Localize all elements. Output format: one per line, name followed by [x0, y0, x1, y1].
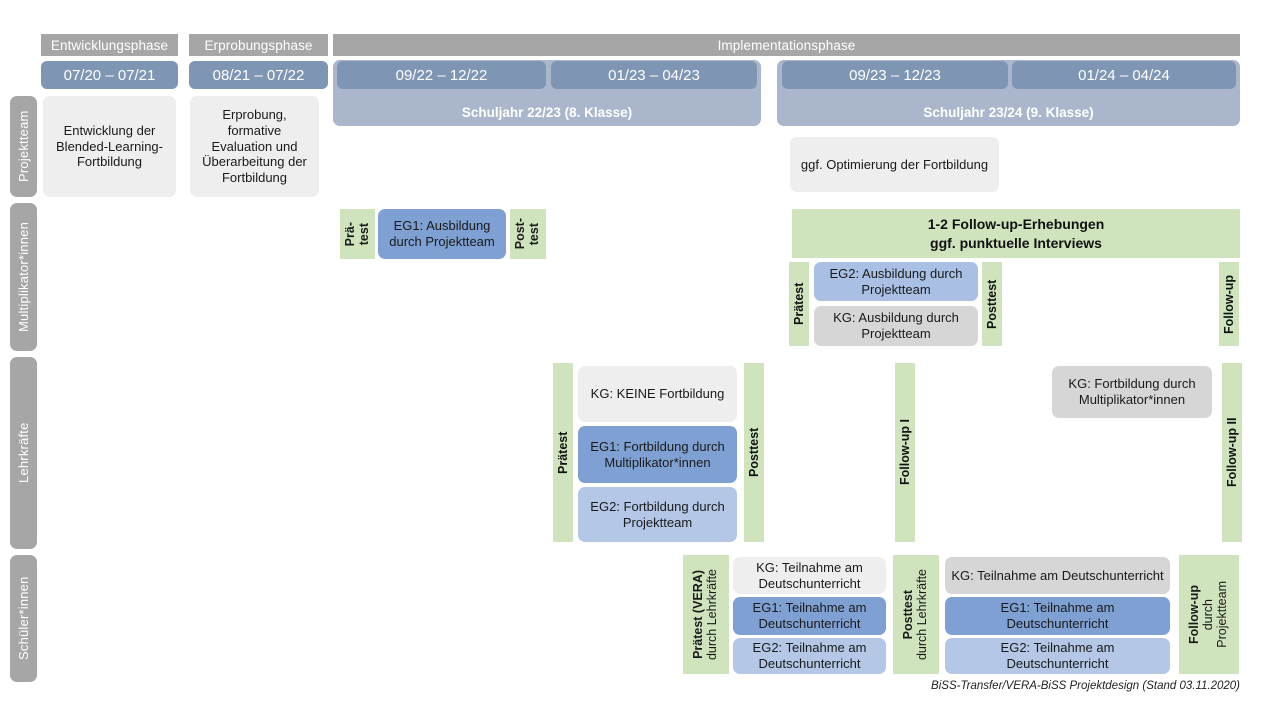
strip-label-bold: Prätest (VERA)	[691, 570, 706, 659]
row-label-lehrkraefte: Lehrkräfte	[10, 357, 37, 549]
banner-followup-erhebungen: 1-2 Follow-up-Erhebungen ggf. punktuelle…	[792, 209, 1240, 258]
strip-praetest-vera-schuelerinnen: Prätest (VERA) durch Lehrkräfte	[683, 555, 729, 674]
phase-header-label: Implementationsphase	[717, 37, 856, 53]
period-bar-0123-0423: 01/23 – 04/23	[551, 61, 757, 89]
period-label: 07/20 – 07/21	[63, 66, 156, 84]
card-eg1-teilnahme-deutschunterricht-2: EG1: Teilnahme am Deutschunterricht	[945, 597, 1170, 635]
strip-followup-multiplikatoren: Follow-up	[1219, 262, 1239, 346]
strip-posttest-lehrkraefte: Posttest	[744, 363, 764, 542]
card-label: EG1: Teilnahme am Deutschunterricht	[1000, 600, 1115, 631]
card-kg-teilnahme-deutschunterricht: KG: Teilnahme am Deutschunterricht	[733, 557, 886, 594]
card-kg-ausbildung-projektteam: KG: Ausbildung durch Projektteam	[814, 306, 978, 346]
period-label: 09/22 – 12/22	[395, 66, 488, 84]
strip-posttest-schuelerinnen: Posttest durch Lehrkräfte	[893, 555, 939, 674]
card-label: KG: Fortbildung durch Multiplikator*inne…	[1068, 376, 1196, 407]
card-label: KG: Teilnahme am Deutschunterricht	[756, 559, 863, 591]
strip-label-sub-1: durch	[1201, 598, 1216, 631]
row-label-multiplikatorinnen: Multiplikator*innen	[10, 203, 37, 351]
footer-source-note: BiSS-Transfer/VERA-BiSS Projektdesign (S…	[700, 680, 1240, 698]
period-bar-0720-0721: 07/20 – 07/21	[41, 61, 178, 89]
period-label: 01/24 – 04/24	[1078, 66, 1170, 84]
strip-label-bold: Posttest	[901, 589, 916, 640]
row-label-text: Multiplikator*innen	[16, 221, 31, 333]
strip-label: Prätest	[555, 431, 570, 474]
row-label-text: Schüler*innen	[16, 576, 31, 661]
strip-label-line2: test	[527, 222, 541, 246]
strip-posttest-multiplikatoren: Post- test	[510, 209, 546, 259]
card-eg2-teilnahme-deutschunterricht-2: EG2: Teilnahme am Deutschunterricht	[945, 638, 1170, 674]
banner-line-2: ggf. punktuelle Interviews	[930, 234, 1102, 251]
school-year-label: Schuljahr 23/24 (9. Klasse)	[923, 105, 1094, 120]
card-eg1-fortbildung-multiplikatoren: EG1: Fortbildung durch Multiplikator*inn…	[578, 426, 737, 483]
card-label: Entwicklung der Blended-Learning-Fortbil…	[56, 122, 163, 170]
card-label: KG: KEINE Fortbildung	[590, 386, 725, 402]
card-label: EG2: Fortbildung durch Projektteam	[590, 498, 725, 530]
period-label: 08/21 – 07/22	[212, 66, 305, 84]
card-erprobung-evaluation: Erprobung, formative Evaluation und Über…	[190, 96, 319, 197]
strip-label: Follow-up I	[897, 419, 912, 486]
strip-followup-schuelerinnen: Follow-up durch Projektteam	[1179, 555, 1239, 674]
phase-header-erprobungsphase: Erprobungsphase	[189, 34, 328, 56]
card-eg2-ausbildung-projektteam: EG2: Ausbildung durch Projektteam	[814, 262, 978, 301]
period-label: 01/23 – 04/23	[608, 66, 700, 84]
card-eg2-teilnahme-deutschunterricht: EG2: Teilnahme am Deutschunterricht	[733, 638, 886, 674]
card-label: EG1: Fortbildung durch Multiplikator*inn…	[590, 438, 725, 470]
strip-praetest-multiplikatoren-2: Prätest	[789, 262, 809, 346]
card-label: EG2: Ausbildung durch Projektteam	[829, 265, 963, 297]
card-label: EG2: Teilnahme am Deutschunterricht	[1000, 640, 1115, 671]
card-label: EG1: Ausbildung durch Projektteam	[389, 218, 495, 249]
school-year-label: Schuljahr 22/23 (8. Klasse)	[461, 105, 633, 120]
period-bar-0124-0424: 01/24 – 04/24	[1012, 61, 1236, 89]
strip-label-line1: Prä-	[342, 221, 357, 247]
card-label: EG1: Teilnahme am Deutschunterricht	[752, 600, 867, 631]
strip-label-sub: durch Lehrkräfte	[705, 568, 719, 661]
row-label-schuelerinnen: Schüler*innen	[10, 555, 37, 682]
row-label-text: Projektteam	[16, 110, 31, 183]
phase-header-implementationsphase: Implementationsphase	[333, 34, 1240, 56]
card-eg2-fortbildung-projektteam: EG2: Fortbildung durch Projektteam	[578, 487, 737, 542]
strip-label-line1: Post-	[513, 218, 528, 250]
strip-label: Prätest	[791, 282, 806, 326]
strip-label: Follow-up II	[1224, 417, 1239, 488]
period-bar-0923-1223: 09/23 – 12/23	[782, 61, 1008, 89]
strip-label: Posttest	[984, 279, 999, 329]
period-bar-0821-0722: 08/21 – 07/22	[189, 61, 328, 89]
card-kg-teilnahme-deutschunterricht-2: KG: Teilnahme am Deutschunterricht	[945, 557, 1170, 594]
phase-header-entwicklungsphase: Entwicklungsphase	[41, 34, 178, 56]
card-label: EG2: Teilnahme am Deutschunterricht	[752, 640, 867, 671]
row-label-projektteam: Projektteam	[10, 96, 37, 197]
card-optimierung-fortbildung: ggf. Optimierung der Fortbildung	[790, 137, 999, 192]
card-eg1-teilnahme-deutschunterricht: EG1: Teilnahme am Deutschunterricht	[733, 597, 886, 635]
card-label: KG: Ausbildung durch Projektteam	[833, 310, 959, 341]
strip-followup-2-lehrkraefte: Follow-up II	[1222, 363, 1242, 542]
card-kg-fortbildung-multiplikatoren: KG: Fortbildung durch Multiplikator*inne…	[1052, 366, 1212, 418]
phase-header-label: Erprobungsphase	[204, 37, 313, 53]
card-entwicklung-fortbildung: Entwicklung der Blended-Learning-Fortbil…	[43, 96, 176, 197]
card-label: ggf. Optimierung der Fortbildung	[800, 156, 989, 172]
row-label-text: Lehrkräfte	[16, 422, 31, 484]
strip-followup-1-lehrkraefte: Follow-up I	[895, 363, 915, 542]
strip-label: Follow-up	[1221, 274, 1236, 334]
strip-label-sub: durch Lehrkräfte	[915, 568, 929, 661]
period-bar-0922-1222: 09/22 – 12/22	[337, 61, 546, 89]
strip-praetest-lehrkraefte: Prätest	[553, 363, 573, 542]
card-eg1-ausbildung-projektteam: EG1: Ausbildung durch Projektteam	[378, 209, 506, 259]
strip-label-sub-2: Projektteam	[1214, 581, 1229, 648]
strip-label-line2: test	[356, 222, 371, 246]
strip-label: Posttest	[746, 427, 761, 478]
banner-line-1: 1-2 Follow-up-Erhebungen	[927, 215, 1105, 232]
card-label: Erprobung, formative Evaluation und Über…	[202, 106, 307, 186]
card-kg-keine-fortbildung: KG: KEINE Fortbildung	[578, 366, 737, 422]
footer-text: BiSS-Transfer/VERA-BiSS Projektdesign (S…	[931, 680, 1240, 692]
period-label: 09/23 – 12/23	[849, 66, 941, 84]
phase-header-label: Entwicklungsphase	[50, 37, 169, 53]
strip-posttest-multiplikatoren-2: Posttest	[982, 262, 1002, 346]
card-label: KG: Teilnahme am Deutschunterricht	[951, 567, 1164, 583]
strip-praetest-multiplikatoren: Prä- test	[340, 209, 375, 259]
